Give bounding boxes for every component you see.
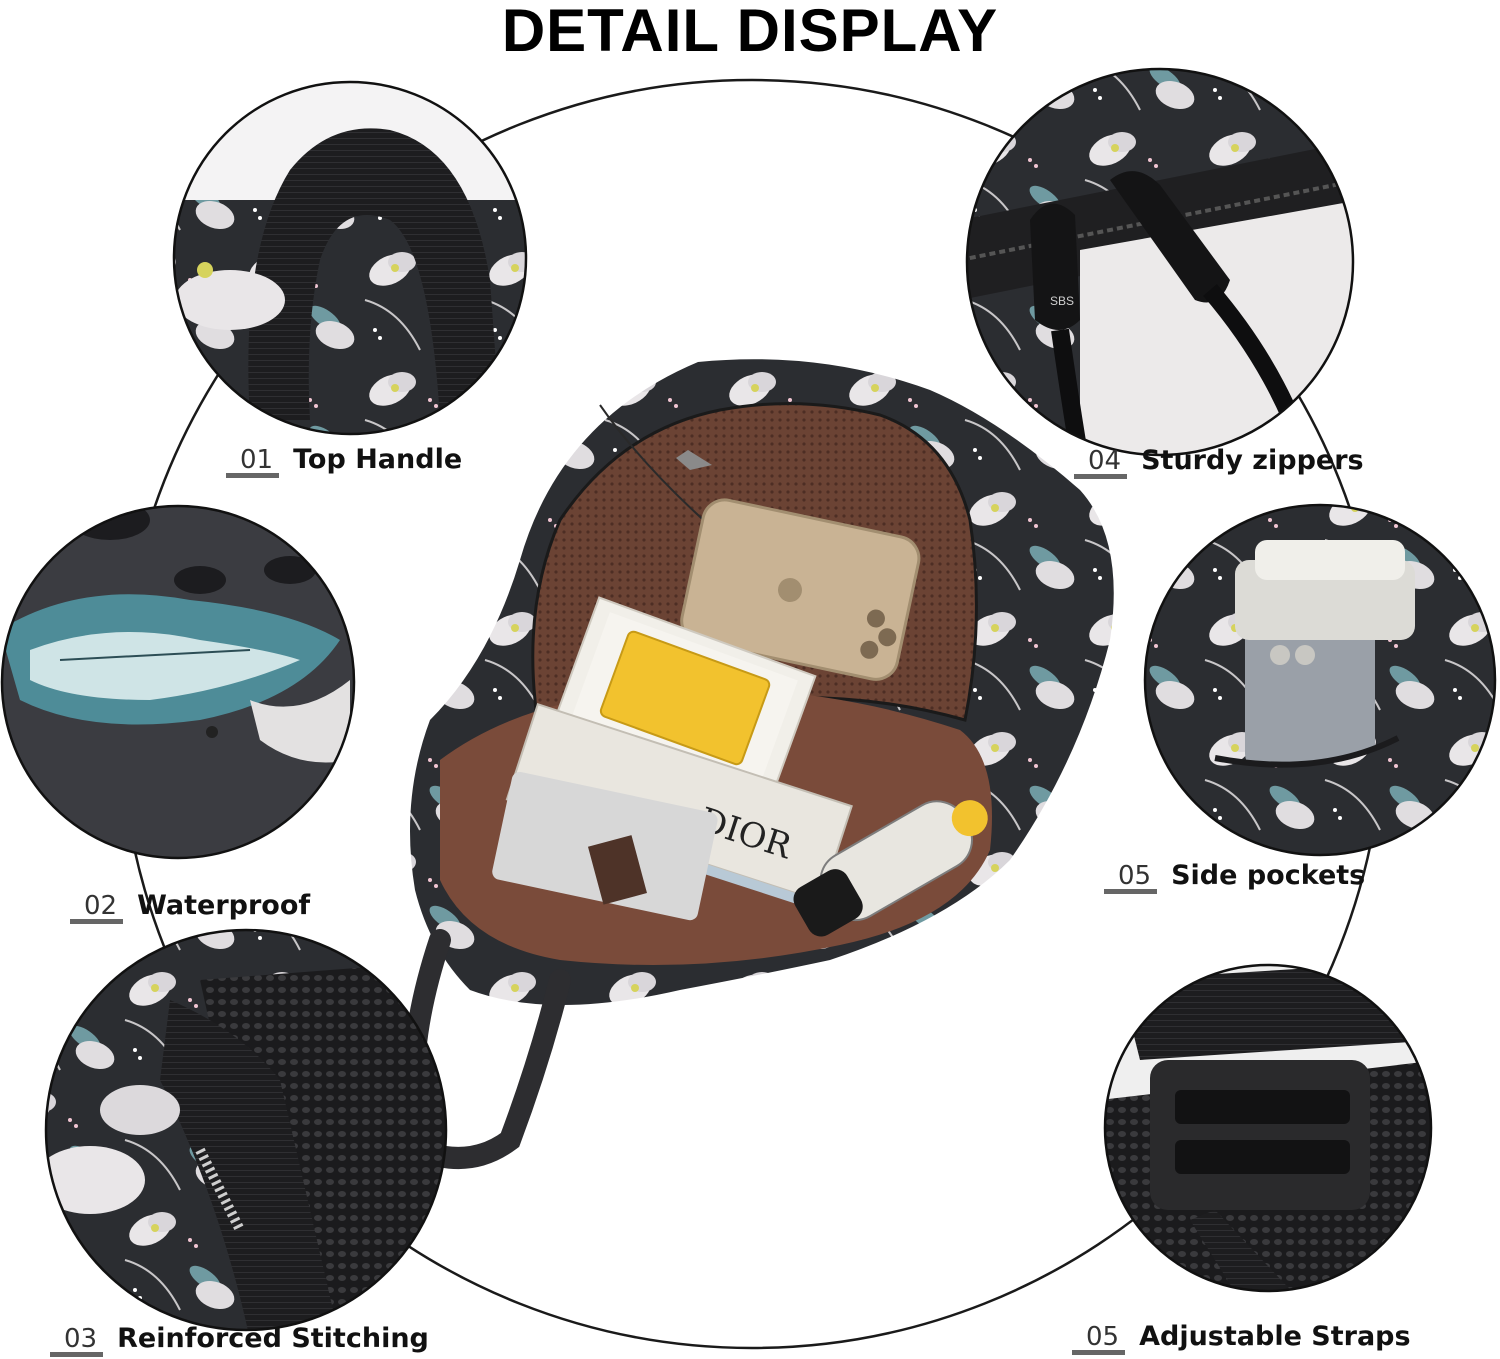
feature-number: 01 — [226, 447, 280, 478]
feature-text: Side pockets — [1171, 860, 1366, 891]
feature-text: Top Handle — [293, 444, 463, 475]
feature-label-sturdy-zippers: 04 Sturdy zippers — [1074, 444, 1364, 479]
feature-label-reinforced-stitching: 03 Reinforced Stitching — [50, 1322, 429, 1357]
detail-circle-waterproof — [0, 504, 356, 860]
feature-number: 03 — [50, 1326, 104, 1357]
feature-label-adjustable-straps: 05 Adjustable Straps — [1072, 1320, 1411, 1355]
feature-text: Reinforced Stitching — [117, 1323, 429, 1354]
feature-number: 04 — [1074, 448, 1128, 479]
feature-text: Adjustable Straps — [1139, 1321, 1411, 1352]
feature-number: 02 — [70, 893, 124, 924]
feature-text: Waterproof — [137, 890, 311, 921]
detail-circle-adjustable-straps — [1103, 963, 1433, 1293]
feature-label-top-handle: 01 Top Handle — [226, 443, 463, 478]
feature-text: Sturdy zippers — [1141, 445, 1364, 476]
feature-number: 05 — [1104, 863, 1158, 894]
page-title: DETAIL DISPLAY — [501, 0, 999, 64]
feature-label-side-pockets: 05 Side pockets — [1104, 859, 1366, 894]
detail-circle-sturdy-zippers: SBS — [965, 67, 1355, 457]
detail-circle-reinforced-stitching — [44, 928, 448, 1332]
detail-circle-side-pockets — [1143, 503, 1497, 857]
feature-number: 05 — [1072, 1324, 1126, 1355]
zipper-brand: SBS — [1050, 294, 1074, 308]
feature-label-waterproof: 02 Waterproof — [70, 889, 311, 924]
backpack-image: DIOR — [402, 359, 1114, 1169]
detail-circle-top-handle — [172, 80, 528, 436]
